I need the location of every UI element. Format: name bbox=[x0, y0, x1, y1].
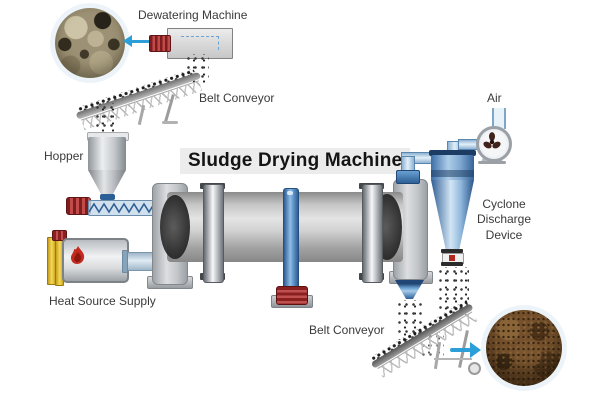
cyclone-band bbox=[431, 170, 474, 177]
dewatering-machine bbox=[167, 28, 233, 59]
air-exhaust-pipe bbox=[492, 108, 506, 129]
heat-source-label: Heat Source Supply bbox=[49, 294, 156, 308]
belt-conveyor-bottom bbox=[369, 296, 502, 380]
drum-drive-motor bbox=[276, 286, 308, 305]
conveyor-wheel bbox=[468, 362, 481, 375]
cyclone-barrel bbox=[431, 155, 474, 181]
dried-sludge-photo bbox=[486, 310, 562, 386]
air-label: Air bbox=[487, 91, 502, 105]
drum-riding-ring bbox=[362, 184, 383, 283]
hopper-outlet-flange bbox=[100, 194, 115, 200]
page-title: Sludge Drying Machine bbox=[180, 148, 411, 174]
fan-icon bbox=[476, 126, 512, 162]
cyclone-label: Cyclone Discharge Device bbox=[476, 197, 532, 242]
hopper-label: Hopper bbox=[44, 149, 84, 163]
right-arrow-icon bbox=[450, 342, 481, 358]
cyclone-lid bbox=[429, 150, 476, 156]
internal-flow-dashline bbox=[181, 36, 219, 50]
airlock-valve bbox=[441, 249, 463, 253]
left-arrow-icon bbox=[123, 35, 151, 47]
flame-icon bbox=[70, 246, 85, 264]
dewatering-motor bbox=[149, 35, 171, 52]
hopper bbox=[88, 137, 126, 171]
belt-conveyor-bottom-label: Belt Conveyor bbox=[309, 323, 385, 337]
heat-source-burner bbox=[62, 238, 129, 283]
drum-riding-ring bbox=[203, 184, 224, 283]
belt-conveyor-top-label: Belt Conveyor bbox=[199, 91, 275, 105]
falling-sludge-particles bbox=[94, 103, 114, 141]
head-top-flange bbox=[396, 170, 420, 184]
pipe-flange bbox=[122, 250, 128, 273]
drum-end-left bbox=[160, 195, 190, 259]
conveyor-strut bbox=[434, 358, 472, 360]
fan-foot bbox=[478, 161, 506, 164]
conveyor-foot bbox=[162, 121, 178, 124]
belt-conveyor-top bbox=[75, 68, 218, 134]
hopper-funnel bbox=[88, 170, 126, 196]
drive-column-cap bbox=[287, 191, 293, 195]
airlock-valve-mark bbox=[449, 255, 455, 261]
burner-cap bbox=[52, 230, 67, 241]
screw-feeder bbox=[88, 200, 158, 216]
drum-drive-column bbox=[283, 188, 299, 292]
airlock-valve bbox=[441, 262, 463, 266]
wet-sludge-photo bbox=[55, 8, 125, 78]
dewatering-machine-label: Dewatering Machine bbox=[138, 8, 248, 22]
